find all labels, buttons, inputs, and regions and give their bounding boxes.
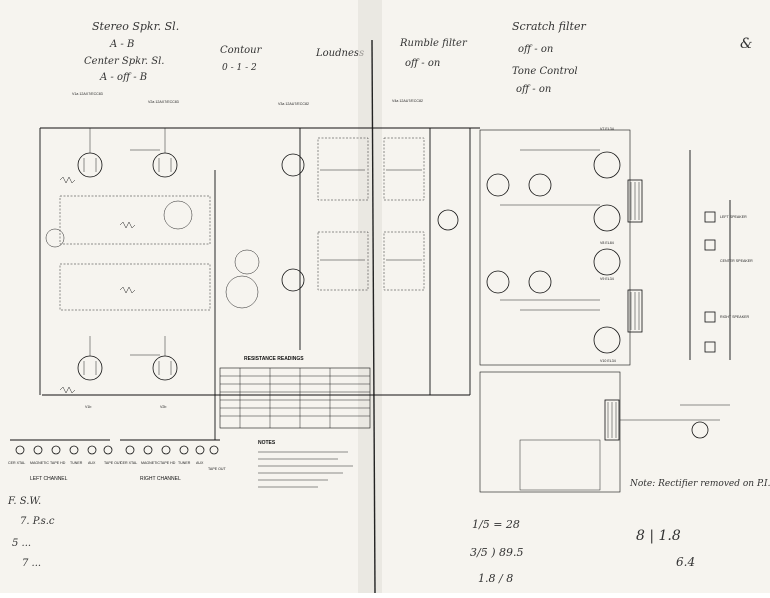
left-speaker-label: LEFT SPEAKER [720, 215, 747, 219]
center-speaker-label: CENTER SPEAKER [720, 259, 753, 263]
note-aoff: A - off - B [99, 72, 147, 83]
power-supply [479, 371, 730, 493]
note-contour: Contour [220, 45, 263, 56]
tube-label-v1a: V1a 12AX7/ECC83 [72, 92, 103, 96]
svg-text:MAGNETIC: MAGNETIC [30, 461, 49, 465]
tube-label-v1b: V1b [85, 405, 91, 409]
note-ab: A - B [109, 39, 134, 50]
input-jacks-right: CER XTAL MAGNETIC TAPE HD TUNER AUX TAPE… [120, 439, 227, 482]
svg-text:6.4: 6.4 [676, 555, 695, 569]
note-rectifier: Note: Rectifier removed on P.I. [629, 479, 770, 489]
tube-label-v4a: V4a 12AU7/ECC82 [392, 99, 423, 103]
svg-text:AUX: AUX [88, 461, 96, 465]
svg-text:TAPE OUT: TAPE OUT [208, 467, 227, 471]
right-channel-label: RIGHT CHANNEL [140, 476, 181, 482]
svg-text:TUNER: TUNER [178, 461, 191, 465]
speaker-outputs: LEFT SPEAKER CENTER SPEAKER RIGHT SPEAKE… [689, 150, 753, 360]
notes-title: NOTES [258, 440, 276, 446]
svg-text:7. P.s.c: 7. P.s.c [20, 516, 55, 527]
note-tone: Tone Control [512, 66, 578, 77]
note-loudness: Loudness [315, 48, 364, 59]
tube-label-v10: V10 EL34 [600, 359, 616, 363]
fold-line [371, 39, 376, 594]
note-contour-values: 0 - 1 - 2 [222, 63, 257, 73]
svg-text:TAPE OUT: TAPE OUT [104, 461, 123, 465]
svg-text:7 ...: 7 ... [22, 558, 41, 569]
tube-label-v9: V9 EL34 [600, 277, 614, 281]
power-rails [39, 127, 480, 440]
svg-text:MAGNETIC: MAGNETIC [141, 461, 160, 465]
note-rumble-onoff: off - on [405, 58, 440, 69]
tube-label-v2a: V2a 12AX7/ECC83 [148, 100, 179, 104]
output-stage [479, 129, 643, 366]
page-mark: & [740, 36, 752, 52]
note-center: Center Spkr. Sl. [84, 56, 164, 67]
svg-text:3/5 ) 89.5: 3/5 ) 89.5 [470, 546, 523, 559]
svg-text:TAPE HD: TAPE HD [50, 461, 66, 465]
tube-label-v7: V7 EL34 [600, 127, 614, 131]
note-tone-onoff: off - on [516, 84, 551, 95]
svg-text:CER XTAL: CER XTAL [8, 461, 25, 465]
note-scratch-onoff: off - on [518, 44, 553, 55]
svg-text:1/5 = 28: 1/5 = 28 [472, 518, 520, 531]
resistance-table-title: RESISTANCE READINGS [244, 356, 304, 362]
svg-text:CER XTAL: CER XTAL [120, 461, 137, 465]
tube-labels: V1a 12AX7/ECC83 V2a 12AX7/ECC83 V3a 12AU… [72, 92, 616, 409]
right-speaker-label: RIGHT SPEAKER [720, 315, 749, 319]
notes-block: NOTES [258, 440, 353, 488]
tone-control-section [317, 137, 459, 291]
input-jacks-left: CER XTAL MAGNETIC TAPE HD TUNER AUX TAPE… [8, 439, 123, 482]
left-channel-label: LEFT CHANNEL [30, 476, 68, 482]
preamp-stage [45, 128, 305, 394]
note-rumble: Rumble filter [399, 38, 468, 49]
note-math: 8 | 1.8 [636, 528, 681, 544]
svg-text:AUX: AUX [196, 461, 204, 465]
handwritten-bottom: F. S.W. 7. P.s.c 5 ... 7 ... 1/5 = 28 3/… [7, 479, 770, 585]
tube-label-v3a: V3a 12AU7/ECC82 [278, 102, 309, 106]
svg-text:F. S.W.: F. S.W. [7, 496, 41, 507]
svg-text:TUNER: TUNER [70, 461, 83, 465]
note-stereo: Stereo Spkr. Sl. [92, 20, 179, 33]
svg-text:5 ...: 5 ... [12, 538, 31, 549]
note-scratch: Scratch filter [512, 20, 586, 33]
svg-text:1.8 / 8: 1.8 / 8 [478, 572, 513, 585]
tube-label-v8: V8 EL84 [600, 241, 614, 245]
resistance-table: RESISTANCE READINGS [219, 356, 371, 429]
svg-text:TAPE HD: TAPE HD [160, 461, 176, 465]
paper-fold [358, 0, 382, 593]
tube-label-v2b: V2b [160, 405, 166, 409]
